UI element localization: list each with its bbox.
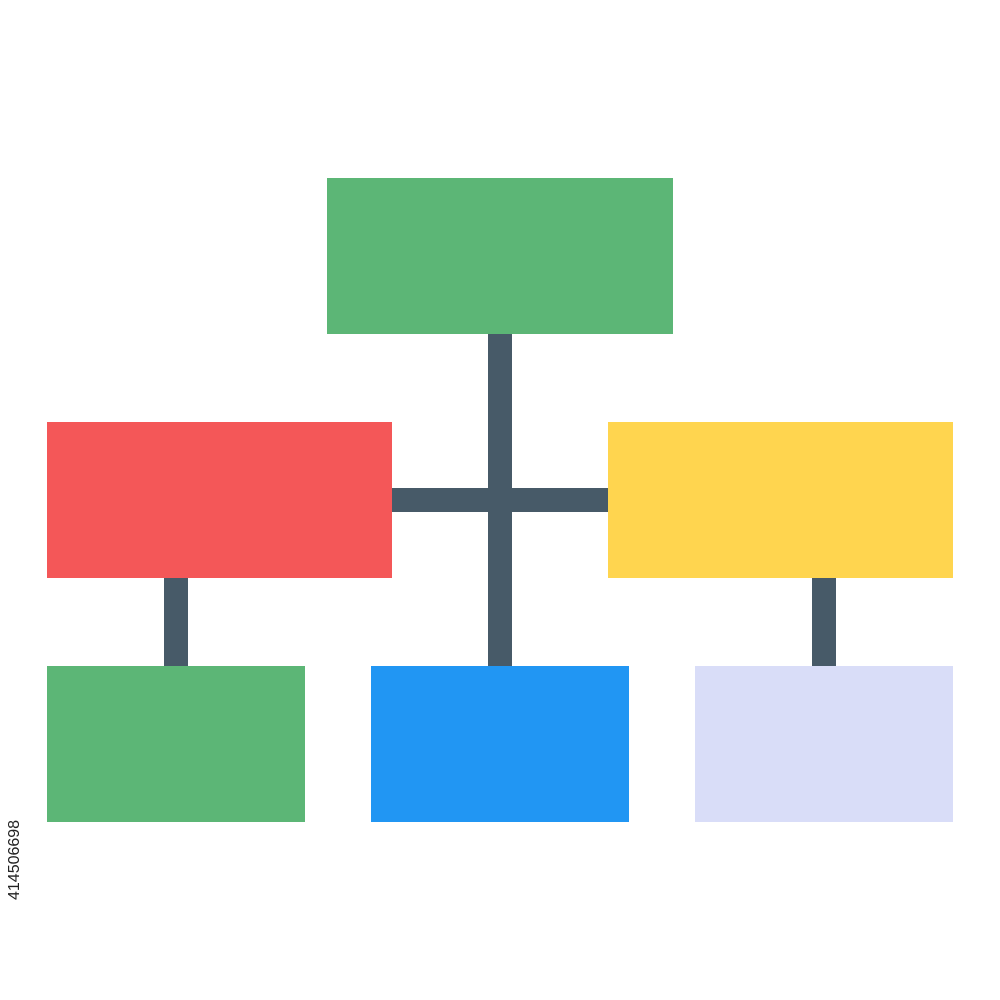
connector-horizontal-bar (391, 488, 609, 512)
node-bottom-left (47, 666, 305, 822)
node-left (47, 422, 392, 578)
node-right (608, 422, 953, 578)
node-root (327, 178, 673, 334)
connector-right-to-bottom-right (812, 577, 836, 666)
stock-id-label: 414506698 (6, 819, 23, 900)
node-bottom-center (371, 666, 629, 822)
node-bottom-right (695, 666, 953, 822)
connector-left-to-bottom-left (164, 577, 188, 666)
